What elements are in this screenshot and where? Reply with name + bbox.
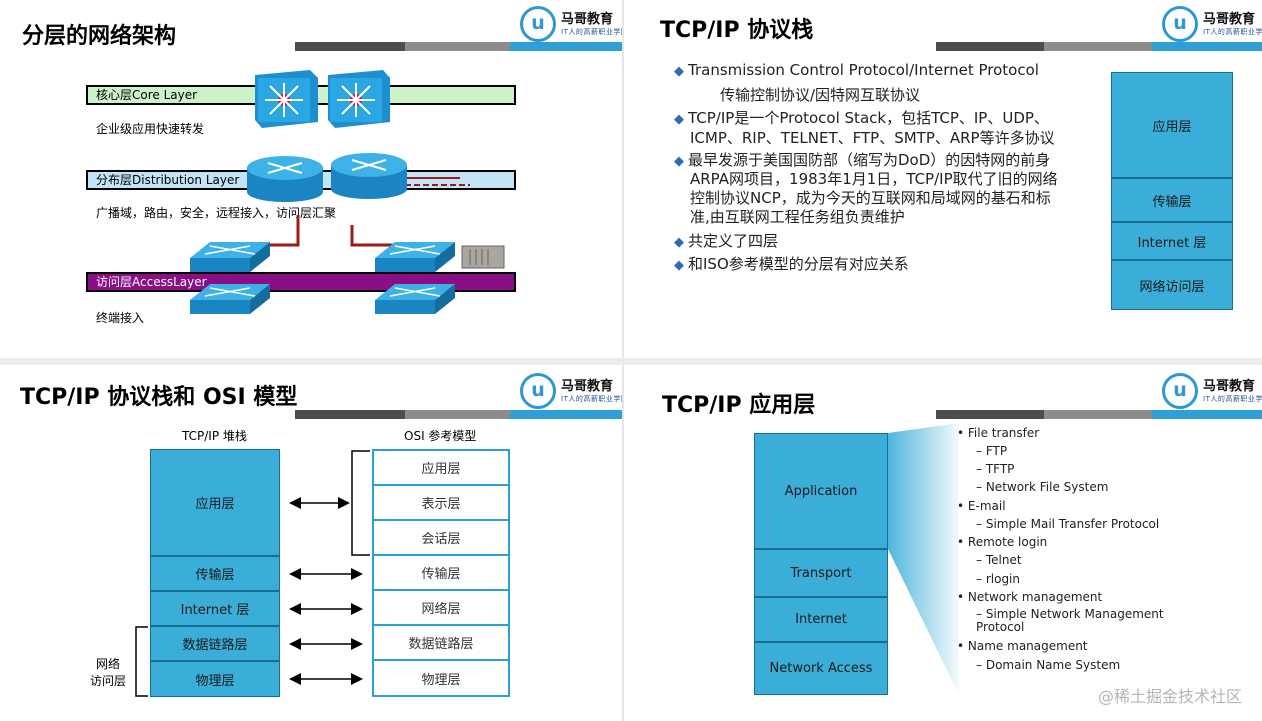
logo-brand: 马哥教育: [1203, 12, 1256, 27]
logo-brand: 马哥教育: [1203, 379, 1256, 394]
stack-layer: Network Access: [754, 642, 888, 695]
logo-icon: u: [1162, 6, 1198, 42]
bullet-item: ◆最早发源于美国国防部（缩写为DoD）的因特网的前身: [674, 151, 1051, 169]
slide-tcpip-vs-osi: TCP/IP 协议栈和 OSI 模型 u 马哥教育 IT人的高薪职业学院 TCP…: [0, 365, 622, 721]
bullet-continuation: 传输控制协议/因特网互联协议: [720, 86, 921, 104]
bullet-continuation: 准,由互联网工程任务组负责维护: [690, 208, 905, 226]
stack-layer: Application: [754, 433, 888, 549]
slide-title: TCP/IP 协议栈: [660, 18, 814, 43]
logo-brand: 马哥教育: [561, 12, 614, 27]
tcpip-layer: 物理层: [150, 661, 280, 697]
list-subitem: – Telnet: [976, 553, 1022, 567]
bullet-continuation: ICMP、RIP、TELNET、FTP、SMTP、ARP等许多协议: [690, 129, 1055, 147]
mapping-arrows: [135, 450, 370, 697]
bullet-item: ◆和ISO参考模型的分层有对应关系: [674, 255, 909, 273]
logo-brand: 马哥教育: [561, 379, 614, 394]
diamond-bullet-icon: ◆: [674, 112, 684, 127]
core-switch-icon: [255, 70, 318, 128]
osi-heading: OSI 参考模型: [404, 429, 477, 443]
logo: u 马哥教育 IT人的高薪职业学院: [520, 371, 622, 411]
distribution-layer-label: 分布层Distribution Layer: [96, 173, 240, 187]
list-subitem: – FTP: [976, 444, 1008, 458]
network-access-bracket: [135, 626, 148, 697]
tcpip-heading: TCP/IP 堆栈: [182, 429, 247, 443]
watermark: @稀土掘金技术社区: [1097, 687, 1242, 706]
logo-slogan: IT人的高薪职业学院: [1203, 395, 1262, 403]
stack-layer: Internet 层: [1111, 222, 1233, 260]
logo-slogan: IT人的高薪职业学院: [1203, 28, 1262, 36]
network-access-label: 网络 访问层: [90, 657, 127, 688]
list-item: • Remote login: [957, 535, 1048, 549]
application-fan-shape: [888, 423, 959, 695]
slide-title: 分层的网络架构: [22, 24, 177, 49]
bullet-item: ◆Transmission Control Protocol/Internet …: [674, 61, 1039, 79]
core-layer-desc: 企业级应用快速转发: [96, 122, 205, 136]
title-bars: [936, 42, 1262, 51]
bullet-item: ◆TCP/IP是一个Protocol Stack，包括TCP、IP、UDP、: [674, 109, 1049, 127]
slide-title: TCP/IP 协议栈和 OSI 模型: [20, 385, 298, 410]
logo-icon: u: [520, 373, 556, 409]
bullet-continuation: ARPA网项目，1983年1月1日，TCP/IP取代了旧的网络: [690, 170, 1058, 188]
logo-icon: u: [1162, 373, 1198, 409]
osi-layer: 表示层: [372, 484, 510, 521]
horizontal-divider: [0, 358, 1262, 365]
stack-layer: 应用层: [1111, 72, 1233, 178]
bullet-item: ◆共定义了四层: [674, 232, 779, 250]
diamond-bullet-icon: ◆: [674, 154, 684, 169]
list-subitem: – Simple Mail Transfer Protocol: [976, 517, 1160, 531]
router-icon: [247, 156, 323, 202]
slide-tcpip-application-layer: TCP/IP 应用层 u 马哥教育 IT人的高薪职业学院 Application…: [624, 365, 1262, 721]
logo: u 马哥教育 IT人的高薪职业学院: [1162, 371, 1262, 411]
list-item: • File transfer: [957, 426, 1040, 440]
osi-layer: 网络层: [372, 589, 510, 626]
slide-tcpip-stack: TCP/IP 协议栈 u 马哥教育 IT人的高薪职业学院 ◆Transmissi…: [624, 0, 1262, 358]
list-subitem: – Domain Name System: [976, 658, 1121, 672]
logo: u 马哥教育 IT人的高薪职业学院: [520, 4, 622, 44]
access-switch-icon: [190, 284, 270, 314]
network-devices-diagram: [190, 70, 505, 314]
distribution-layer-desc: 广播域，路由，安全，远程接入，访问层汇聚: [96, 206, 337, 220]
title-bars: [295, 410, 622, 419]
access-layer-desc: 终端接入: [96, 311, 145, 325]
list-subitem: – TFTP: [976, 462, 1015, 476]
stack-layer: Internet: [754, 597, 888, 642]
tcpip-layer: 传输层: [150, 556, 280, 591]
stack-layer: 网络访问层: [1111, 260, 1233, 310]
logo-icon: u: [520, 6, 556, 42]
tcpip-layer: 数据链路层: [150, 626, 280, 661]
osi-layer: 物理层: [372, 659, 510, 697]
bullet-continuation: 控制协议NCP，成为今天的互联网和局域网的基石和标: [690, 189, 1051, 207]
osi-upper-bracket: [351, 450, 370, 556]
access-layer-label: 访问层AccessLayer: [96, 275, 207, 289]
stack-layer: 传输层: [1111, 178, 1233, 222]
access-switch-icon: [375, 284, 455, 314]
stack-layer: Transport: [754, 549, 888, 597]
access-switch-icon: [190, 242, 270, 272]
list-item: • Name management: [957, 639, 1088, 653]
osi-layer: 传输层: [372, 554, 510, 591]
list-item: • E-mail: [957, 499, 1006, 513]
tcpip-layer: Internet 层: [150, 591, 280, 626]
diamond-bullet-icon: ◆: [674, 64, 684, 79]
logo-slogan: IT人的高薪职业学院: [561, 395, 622, 403]
list-subitem: – Simple Network Management Protocol: [976, 607, 1164, 634]
core-layer-label: 核心层Core Layer: [96, 88, 198, 102]
logo: u 马哥教育 IT人的高薪职业学院: [1162, 4, 1262, 44]
list-subitem: – rlogin: [976, 572, 1020, 586]
title-bars: [936, 410, 1262, 419]
server-icon: [461, 245, 505, 269]
list-subitem: – Network File System: [976, 480, 1109, 494]
core-switch-icon: [328, 70, 390, 128]
slide-layered-architecture: 分层的网络架构 u 马哥教育 IT人的高薪职业学院 核心层Core Layer …: [0, 0, 622, 358]
tcpip-layer: 应用层: [150, 449, 280, 556]
access-switch-icon: [375, 242, 455, 272]
router-icon: [331, 153, 407, 199]
diamond-bullet-icon: ◆: [674, 235, 684, 250]
diamond-bullet-icon: ◆: [674, 258, 684, 273]
title-bars: [295, 42, 622, 51]
list-item: • Network management: [957, 590, 1103, 604]
logo-slogan: IT人的高薪职业学院: [561, 28, 622, 36]
slide-title: TCP/IP 应用层: [662, 393, 816, 418]
